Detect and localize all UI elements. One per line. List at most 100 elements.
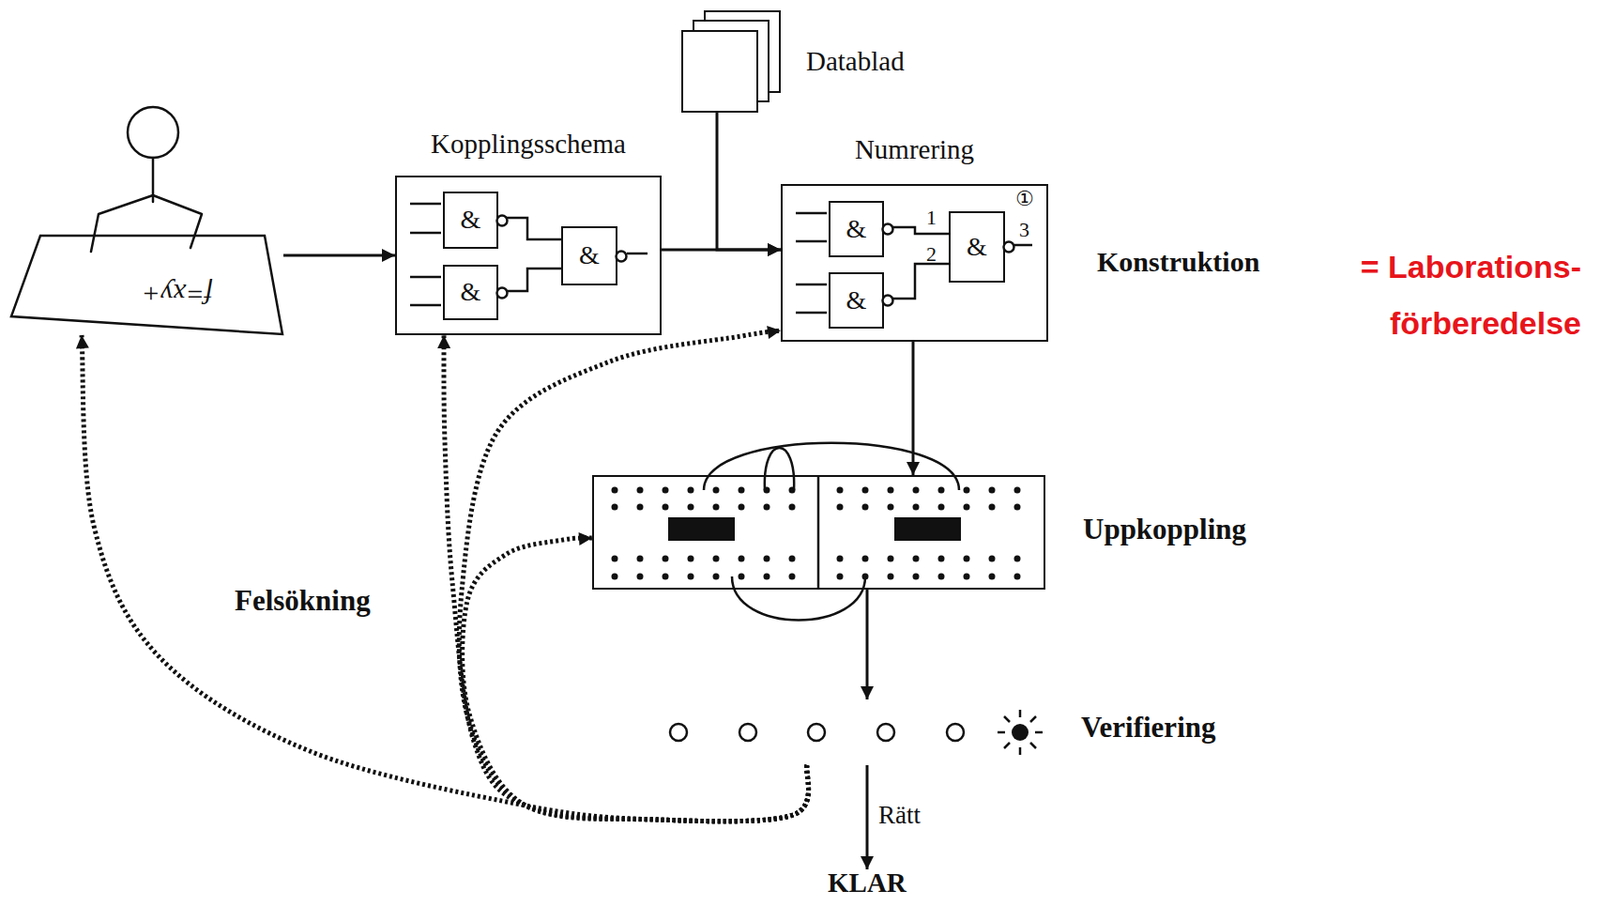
- board-hole: [862, 487, 869, 494]
- person-arm: [91, 195, 153, 252]
- breadboard-box: Uppkoppling: [592, 474, 1046, 590]
- board-hole: [963, 503, 971, 511]
- board-hole: [662, 503, 670, 511]
- board-hole: [738, 573, 746, 580]
- board-hole: [713, 487, 720, 494]
- node-text: Verifiering: [1081, 710, 1216, 745]
- nand-gate: &: [948, 211, 1006, 283]
- flow-arrow: [283, 254, 396, 258]
- board-hole: [637, 573, 644, 580]
- board-hole: [637, 555, 644, 563]
- board-hole: [687, 573, 695, 580]
- jumper-wire: [703, 442, 960, 490]
- inverter-bubble: [495, 286, 511, 302]
- board-hole: [837, 573, 844, 580]
- board-hole: [611, 573, 619, 580]
- board-hole: [862, 555, 869, 563]
- board-hole: [662, 555, 670, 563]
- board-hole: [611, 487, 619, 494]
- input-wire: [795, 212, 827, 215]
- input-wire: [410, 304, 442, 307]
- node-text: KLAR: [827, 868, 907, 897]
- board-hole: [662, 573, 670, 580]
- flow-arrow: [912, 341, 915, 475]
- board-hole: [687, 487, 695, 494]
- nand-gate: &: [828, 200, 884, 258]
- board-hole: [713, 503, 720, 511]
- board-hole: [938, 487, 945, 494]
- board-hole: [637, 487, 644, 494]
- board-hole: [713, 573, 720, 580]
- pin-number: 2: [926, 242, 937, 266]
- board-hole: [938, 573, 945, 580]
- gate-symbol: &: [460, 276, 482, 307]
- board-hole: [989, 503, 996, 511]
- nand-gate: &: [442, 264, 499, 320]
- node-text: Uppkoppling: [1082, 512, 1247, 547]
- board-hole: [887, 573, 895, 580]
- board-hole: [862, 503, 869, 511]
- board-hole: [637, 503, 644, 511]
- schematic-box: Kopplingsschema&&&: [395, 175, 662, 336]
- board-hole: [989, 487, 996, 494]
- node-text: Numrering: [854, 134, 975, 166]
- nand-gate: &: [828, 272, 884, 329]
- output-wire: [1014, 243, 1033, 247]
- led-row: [661, 699, 1042, 765]
- board-hole: [913, 555, 920, 563]
- input-wire: [410, 275, 442, 279]
- inverter-bubble: [881, 222, 897, 238]
- sheet-stack: [681, 10, 781, 113]
- board-hole: [789, 503, 796, 511]
- gate-symbol: &: [579, 240, 600, 271]
- jumper-wire: [764, 447, 794, 490]
- input-wire: [795, 283, 827, 287]
- board-hole: [1014, 573, 1021, 580]
- person-arm: [152, 195, 202, 248]
- nand-gate: &: [442, 191, 499, 249]
- loop-name: Felsökning: [234, 583, 371, 618]
- gate-wires: [410, 203, 1033, 313]
- board-hole: [763, 573, 771, 580]
- inverter-bubble: [614, 249, 630, 265]
- output-wire: [626, 252, 648, 256]
- gate-symbol: &: [846, 213, 868, 244]
- board-hole: [989, 555, 996, 563]
- ic-chip: [894, 517, 961, 541]
- inverter-bubble: [1002, 240, 1018, 256]
- person-head: [127, 106, 179, 158]
- breadboard: [611, 442, 1021, 621]
- board-hole: [887, 503, 895, 511]
- board-hole: [963, 487, 971, 494]
- board-hole: [763, 555, 771, 563]
- board-hole: [611, 503, 619, 511]
- board-hole: [713, 555, 720, 563]
- board-hole: [963, 555, 971, 563]
- note-text: = Laborations- förberedelse: [1210, 238, 1582, 351]
- done-node: KLAR: [825, 868, 909, 897]
- board-hole: [763, 503, 771, 511]
- input-wire: [795, 311, 827, 315]
- board-hole: [662, 487, 670, 494]
- flow-arrow: [866, 589, 869, 700]
- board-hole: [837, 503, 844, 511]
- board-hole: [789, 573, 796, 580]
- feedback-arrow: [443, 335, 809, 822]
- signal-wire: [883, 263, 949, 299]
- input-wire: [410, 231, 442, 235]
- board-hole: [913, 573, 920, 580]
- board-hole: [963, 573, 971, 580]
- inverter-bubble: [495, 213, 511, 229]
- pin-number: 3: [1019, 217, 1030, 242]
- gate-symbol: &: [966, 231, 988, 262]
- gate-symbol: &: [460, 204, 482, 235]
- board-hole: [687, 555, 695, 563]
- board-hole: [989, 573, 996, 580]
- gate-number: ①: [1015, 186, 1035, 211]
- board-hole: [913, 487, 920, 494]
- board-hole: [1014, 503, 1021, 511]
- nand-gate: &: [561, 226, 618, 286]
